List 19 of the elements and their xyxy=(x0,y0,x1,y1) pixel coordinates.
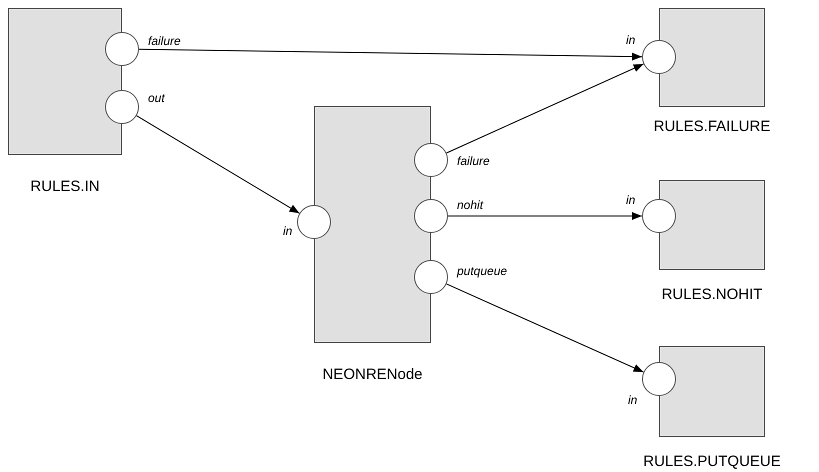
terminal-label: out xyxy=(148,91,165,105)
arrow xyxy=(448,212,642,220)
arrow xyxy=(446,283,644,373)
terminal-label: in xyxy=(626,33,636,47)
terminal-label: failure xyxy=(148,34,181,48)
terminal-label: in xyxy=(283,224,292,238)
node-label: RULES.PUTQUEUE xyxy=(643,453,781,471)
node-label: RULES.NOHIT xyxy=(662,286,762,304)
terminal-label: in xyxy=(626,193,636,207)
terminal-label: failure xyxy=(457,154,490,168)
terminal-label: putqueue xyxy=(457,264,508,278)
arrow xyxy=(446,64,644,154)
terminal-label: nohit xyxy=(457,198,484,212)
node-label: NEONRENode xyxy=(322,366,423,384)
arrow xyxy=(138,48,642,61)
terminal-label: in xyxy=(628,393,638,407)
node-label: RULES.FAILURE xyxy=(654,118,770,136)
arrow xyxy=(136,115,300,214)
node-label: RULES.IN xyxy=(30,178,100,196)
